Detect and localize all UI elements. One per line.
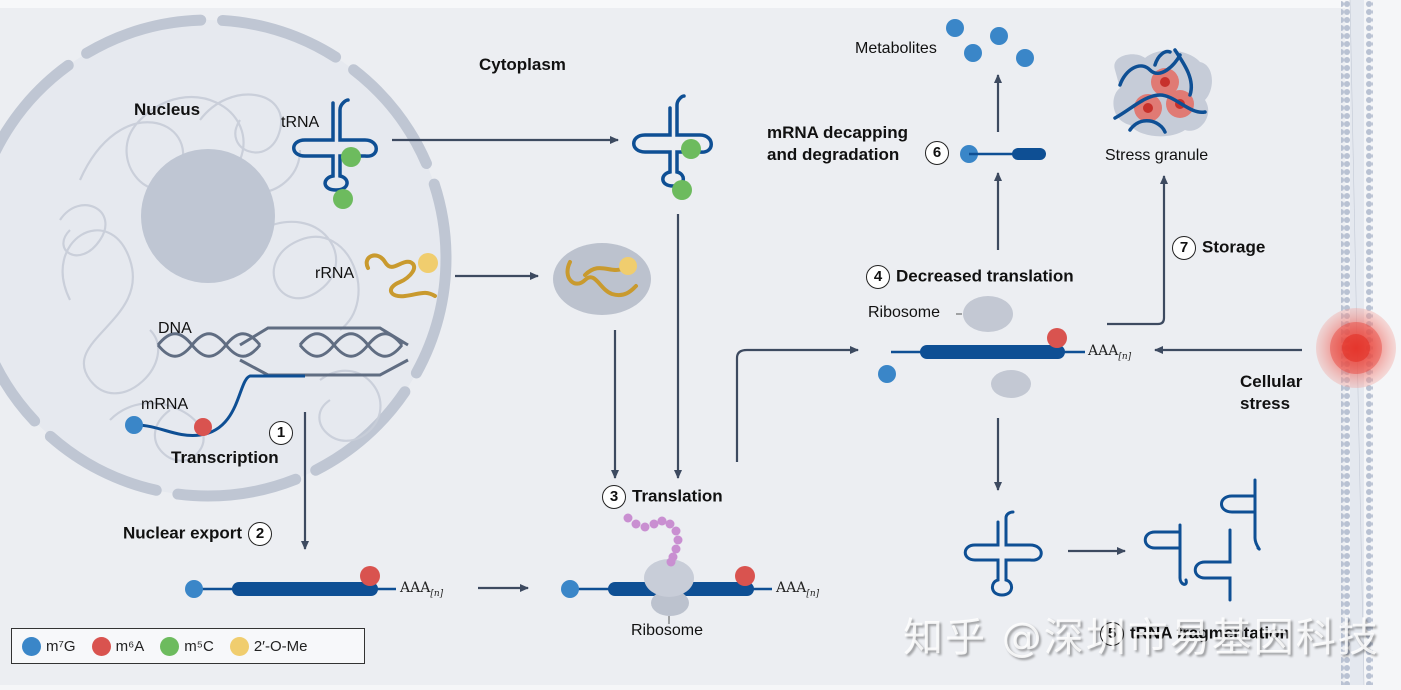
m6a-mark [194, 418, 212, 436]
step-2-number: 2 [248, 522, 273, 546]
ribosome-rrna [553, 243, 651, 315]
ribosome-label-translation: Ribosome [631, 622, 704, 639]
stalled-mrna [878, 296, 1085, 398]
cytoplasm-label: Cytoplasm [479, 55, 566, 74]
step-6-label: mRNA decapping and degradation [767, 123, 909, 164]
step-7-number: 7 [1172, 236, 1196, 260]
ribosome-label-stalled: Ribosome [868, 304, 941, 321]
metabolites-label: Metabolites [855, 40, 937, 57]
2-o-me-dot-icon [229, 636, 249, 656]
nucleolus [141, 149, 275, 283]
legend: m⁷G m⁶A m⁵C 2′-O-Me [11, 628, 365, 664]
step-3-number: 3 [602, 485, 626, 509]
metabolites [946, 19, 1034, 67]
step-6-number: 6 [919, 141, 955, 165]
nucleus-label: Nucleus [134, 100, 201, 119]
step-4: 4 Decreased translation [860, 265, 1074, 289]
dna-label: DNA [158, 320, 192, 337]
legend-item-m5c: m⁵C [160, 636, 214, 656]
m6a-dot-icon [91, 636, 111, 656]
watermark: 知乎 @深圳市易基因科技 [903, 615, 1380, 661]
exported-mrna [185, 566, 396, 598]
trna-label: tRNA [281, 114, 320, 131]
stress-granule-label: Stress granule [1105, 147, 1209, 164]
trna-fragmentation [963, 478, 1261, 602]
dna-helix [156, 326, 409, 377]
legend-item-2-o-me: 2′-O-Me [229, 636, 307, 656]
stress-signal [1316, 308, 1396, 388]
poly-a-tail-export: AAA[n] [400, 580, 444, 599]
m7g-cap [125, 416, 143, 434]
legend-item-m6a: m⁶A [91, 636, 144, 656]
decapped-mrna [960, 145, 1046, 163]
step-5-label: tRNA fragmentation [1130, 623, 1290, 643]
trna-cytoplasm [632, 94, 713, 188]
step-1-label: Transcription [171, 448, 279, 467]
translating-mrna [561, 513, 772, 624]
mrna-label: mRNA [141, 396, 189, 413]
step-7: 7 Storage [1166, 236, 1265, 260]
step-7-label: Storage [1202, 237, 1266, 257]
rrna-nucleus [364, 253, 438, 299]
poly-a-tail-stalled: AAA[n] [1088, 343, 1132, 362]
stress-granule [1113, 48, 1212, 137]
rrna-label: rRNA [315, 265, 355, 282]
step-4-number: 4 [866, 265, 890, 289]
step-3-label: Translation [632, 486, 723, 506]
step-2-label: Nuclear export [123, 523, 243, 543]
step-3: 3 Translation [596, 485, 723, 509]
step-4-label: Decreased translation [896, 266, 1074, 286]
pathway-arrows [301, 74, 1302, 592]
trna-nucleus [292, 98, 378, 192]
step-1-number: 1 [263, 421, 299, 445]
step-5-number: 5 [1100, 622, 1124, 646]
legend-item-m7g: m⁷G [22, 636, 76, 656]
m5c-dot-icon [160, 636, 180, 656]
step-5: 5 tRNA fragmentation [1094, 622, 1290, 646]
poly-a-tail-translation: AAA[n] [776, 580, 820, 599]
m7g-dot-icon [22, 636, 41, 656]
cellular-stress-label: Cellular stress [1240, 372, 1303, 413]
